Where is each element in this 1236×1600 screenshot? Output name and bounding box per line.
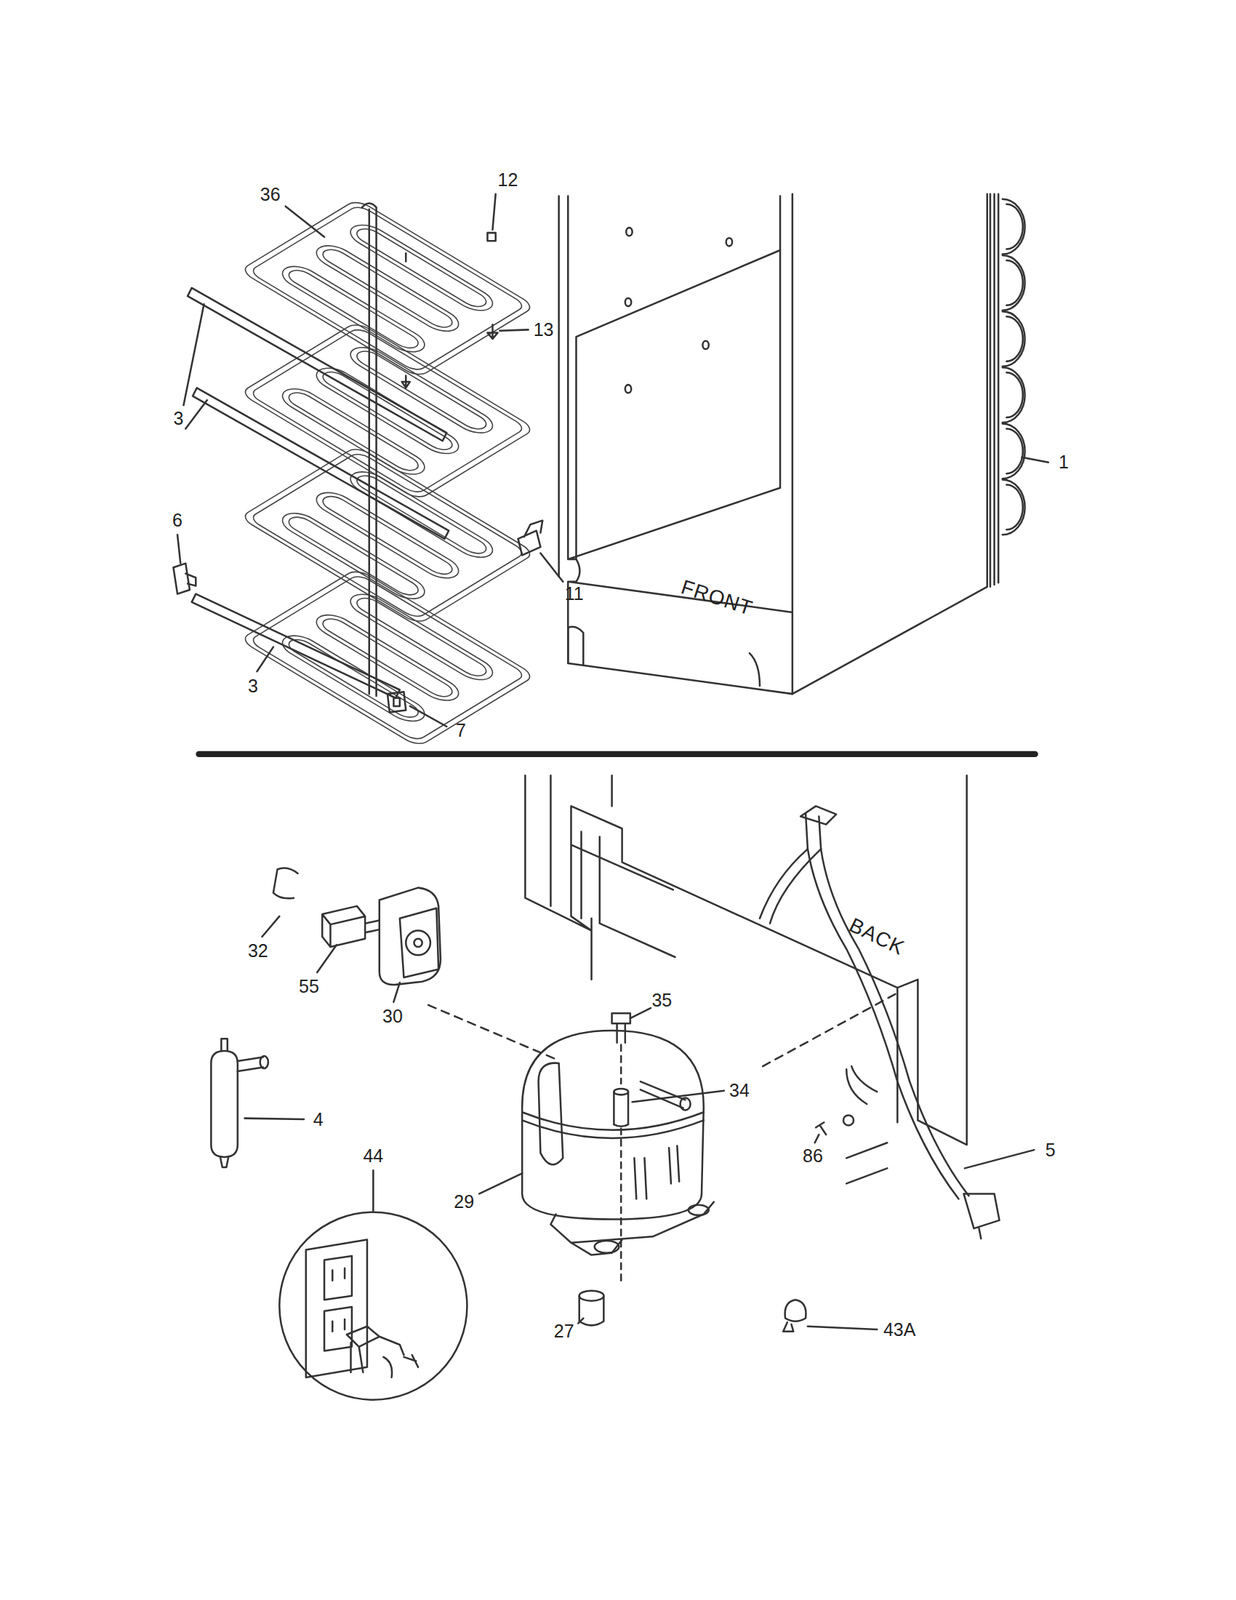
callout-number: 3 (246, 675, 260, 696)
callout-number: 35 (649, 989, 674, 1010)
side-label: BACK (844, 913, 910, 960)
side-label: FRONT (676, 575, 757, 620)
callout-number: 12 (496, 169, 520, 190)
callout-number: 32 (246, 940, 270, 961)
callout-number: 43A (881, 1318, 917, 1339)
callout-number: 36 (258, 183, 283, 204)
callout-number: 11 (563, 583, 586, 604)
callout-number: 5 (1044, 1139, 1058, 1159)
callout-number: 3 (172, 408, 186, 429)
callout-number: 86 (801, 1145, 825, 1166)
callout-number: 30 (380, 1006, 405, 1026)
callout-number: 6 (170, 510, 184, 531)
callout-number: 29 (452, 1191, 476, 1212)
callout-number: 1 (1057, 452, 1071, 472)
callout-number: 34 (727, 1080, 752, 1101)
callout-number: 44 (361, 1145, 385, 1166)
callout-number: 55 (297, 976, 321, 997)
callout-number: 7 (454, 720, 468, 741)
callout-number: 4 (311, 1108, 325, 1129)
callout-number: 27 (552, 1321, 576, 1341)
callout-number: 13 (532, 319, 556, 340)
